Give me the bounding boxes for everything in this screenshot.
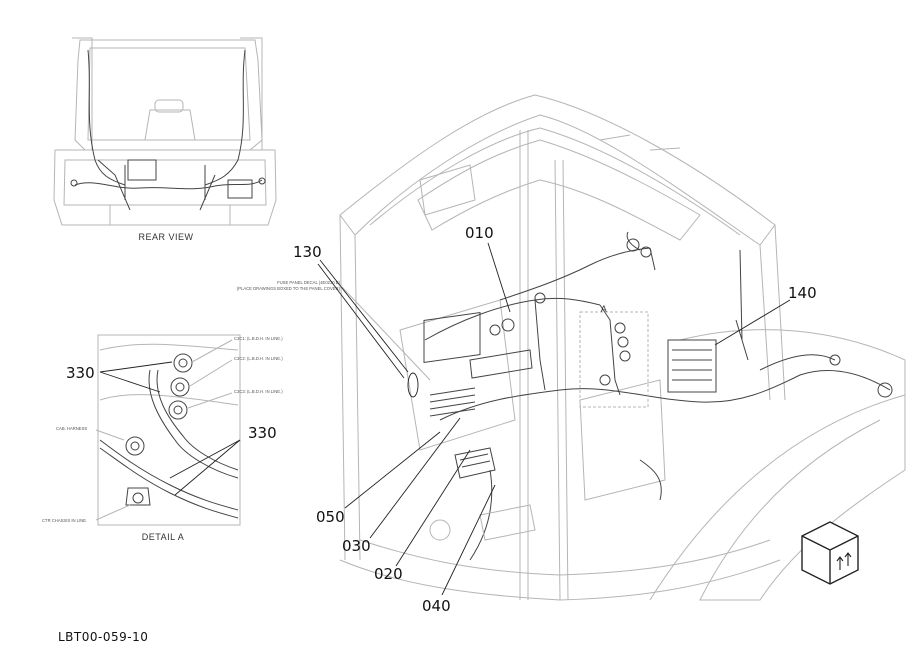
fuse-note-leader — [341, 286, 431, 381]
note-cab-harness: CAB. HARNESS — [56, 426, 87, 431]
note-clip1: C3C1: (L.B.D.H. IN LINE.) — [234, 336, 283, 341]
detail-a-marker: A — [601, 304, 608, 314]
document-id: LBT00-059-10 — [58, 630, 148, 644]
callout-leaders — [99, 242, 791, 596]
callout-330-right: 330 — [248, 424, 277, 442]
note-ctr-chassis: CTR CHASSIS IN LINE. — [42, 518, 87, 523]
callout-130: 130 — [293, 243, 322, 261]
callout-050: 050 — [316, 508, 345, 526]
callout-020: 020 — [374, 565, 403, 583]
callout-030: 030 — [342, 537, 371, 555]
package-box-icon — [801, 521, 859, 585]
main-cab-drawing — [339, 94, 906, 601]
rear-view-caption: REAR VIEW — [138, 232, 193, 242]
note-clip2: C3C2: (L.B.D.H. IN LINE.) — [234, 356, 283, 361]
note-clip3: C3C3: (L.B.D.H. IN LINE.) — [234, 389, 283, 394]
note-fuse-panel-sub: (PLACE DRAWINGS BOXED TO THE PANEL COVER… — [237, 286, 341, 291]
callout-330-left: 330 — [66, 364, 95, 382]
callout-140: 140 — [788, 284, 817, 302]
rear-view-drawing — [53, 37, 277, 226]
detail-a-drawing — [95, 334, 241, 526]
note-fuse-panel: FUSE PANEL DECAL (4E0230 E) — [277, 280, 341, 285]
callout-040: 040 — [422, 597, 451, 615]
callout-010: 010 — [465, 224, 494, 242]
detail-a-caption: DETAIL A — [142, 532, 185, 542]
